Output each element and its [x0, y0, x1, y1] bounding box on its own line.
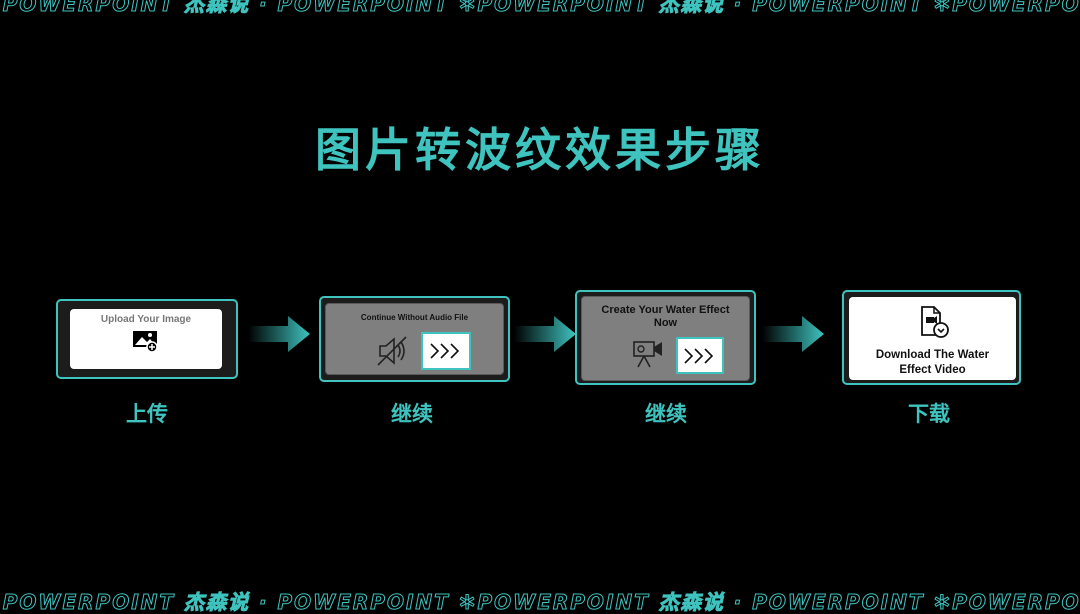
- create-effect-screen: Create Your Water Effect Now: [581, 296, 750, 381]
- arrow-3: [762, 316, 824, 352]
- arrow-2: [514, 316, 576, 352]
- page-title: 图片转波纹效果步骤: [315, 123, 765, 177]
- fast-forward-icon: [684, 347, 714, 364]
- upload-image-icon: [133, 331, 158, 353]
- step-continue-audio: Continue Without Audio File: [319, 296, 510, 382]
- step-upload: Upload Your Image: [56, 299, 238, 379]
- step-download: Download The Water Effect Video: [842, 290, 1021, 385]
- fast-forward-icon: [430, 343, 460, 359]
- continue-audio-screen: Continue Without Audio File: [325, 303, 504, 375]
- download-video-icon: [920, 306, 949, 338]
- continue-forward-button[interactable]: [421, 332, 471, 370]
- create-forward-button[interactable]: [676, 337, 724, 374]
- arrow-1: [248, 316, 310, 352]
- top-banner: ✲POWERPOINT 杰森说 · POWERPOINT ✲POWERPOINT…: [0, 0, 1080, 16]
- upload-screen[interactable]: Upload Your Image: [70, 309, 222, 369]
- bottom-banner: ✲POWERPOINT 杰森说 · POWERPOINT ✲POWERPOINT…: [0, 590, 1080, 614]
- continue-audio-label: Continue Without Audio File: [360, 313, 469, 322]
- download-screen[interactable]: Download The Water Effect Video: [849, 297, 1016, 380]
- mute-speaker-icon: [377, 336, 407, 366]
- caption-continue-1: 继续: [391, 402, 433, 426]
- upload-label: Upload Your Image: [100, 314, 192, 325]
- caption-download: 下载: [908, 402, 950, 426]
- video-camera-icon: [633, 341, 662, 368]
- create-effect-label: Create Your Water Effect Now: [601, 304, 730, 329]
- step-create-effect: Create Your Water Effect Now: [575, 290, 756, 385]
- caption-continue-2: 继续: [645, 402, 687, 426]
- caption-upload: 上传: [126, 402, 168, 426]
- download-label: Download The Water Effect Video: [875, 349, 990, 376]
